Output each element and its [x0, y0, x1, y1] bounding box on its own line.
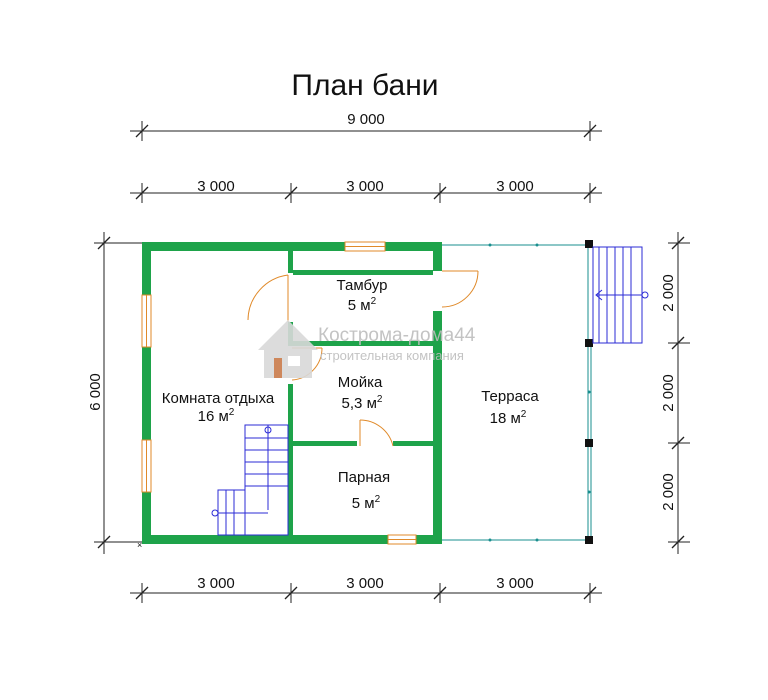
exterior-walls: [142, 242, 442, 544]
room-name-steam: Парная: [338, 469, 390, 486]
room-area-steam: 5 м2: [352, 494, 381, 512]
dimension-label-right-1: 2 000: [660, 274, 677, 312]
door-swing-vestibule: [247, 274, 289, 321]
room-area-wash: 5,3 м2: [342, 394, 383, 412]
room-name-terrace: Терраса: [481, 388, 539, 405]
dimension-label-bottom-2: 3 000: [346, 575, 384, 592]
watermark-brand: Кострома-дома44: [318, 325, 476, 346]
watermark: Кострома-дома44 строительная компания: [258, 320, 476, 378]
terrace-railing: [442, 243, 592, 542]
room-terrace: Терраса 18 м2: [481, 388, 539, 427]
room-vestibule: Тамбур 5 м2: [337, 277, 388, 314]
interior-stairs: [211, 424, 289, 536]
plan-title: План бани: [291, 69, 438, 102]
dimension-label-top-3: 3 000: [496, 178, 534, 195]
exterior-stairs: [592, 246, 649, 344]
dimension-top-segments: 3 000 3 000 3 000: [130, 178, 602, 203]
room-steam: Парная 5 м2: [338, 469, 390, 512]
door-swing-entrance: [441, 270, 479, 308]
dimension-right-segments: 2 000 2 000 2 000: [660, 232, 690, 554]
room-area-vestibule: 5 м2: [348, 296, 377, 314]
room-area-terrace: 18 м2: [490, 409, 527, 427]
room-rest: Комната отдыха 16 м2: [162, 390, 275, 425]
dimension-label-bottom-3: 3 000: [496, 575, 534, 592]
dimension-label-top-2: 3 000: [346, 178, 384, 195]
room-name-rest: Комната отдыха: [162, 390, 275, 407]
room-area-rest: 16 м2: [198, 407, 235, 425]
room-name-wash: Мойка: [338, 374, 383, 391]
dimension-label-right-3: 2 000: [660, 473, 677, 511]
dimension-label-overall-height: 6 000: [87, 373, 104, 411]
door-swing-steam: [359, 419, 394, 447]
dimension-overall-width: 9 000: [130, 111, 602, 141]
dimension-overall-height: 6 000: [87, 232, 142, 554]
dimension-label-bottom-1: 3 000: [197, 575, 235, 592]
terrace-posts: [585, 240, 593, 544]
windows: [141, 241, 417, 545]
room-wash: Мойка 5,3 м2: [338, 374, 383, 412]
dimension-bottom-segments: 3 000 3 000 3 000: [130, 575, 602, 603]
house-logo-icon: [258, 320, 318, 378]
dimension-label-overall-width: 9 000: [347, 111, 385, 128]
room-name-vestibule: Тамбур: [337, 277, 388, 294]
dimension-label-top-1: 3 000: [197, 178, 235, 195]
origin-marker: ×: [137, 540, 142, 550]
door-opening-entrance: [433, 271, 442, 311]
dimension-label-right-2: 2 000: [660, 374, 677, 412]
watermark-tagline: строительная компания: [320, 348, 464, 363]
door-swing-wash: [291, 347, 323, 381]
